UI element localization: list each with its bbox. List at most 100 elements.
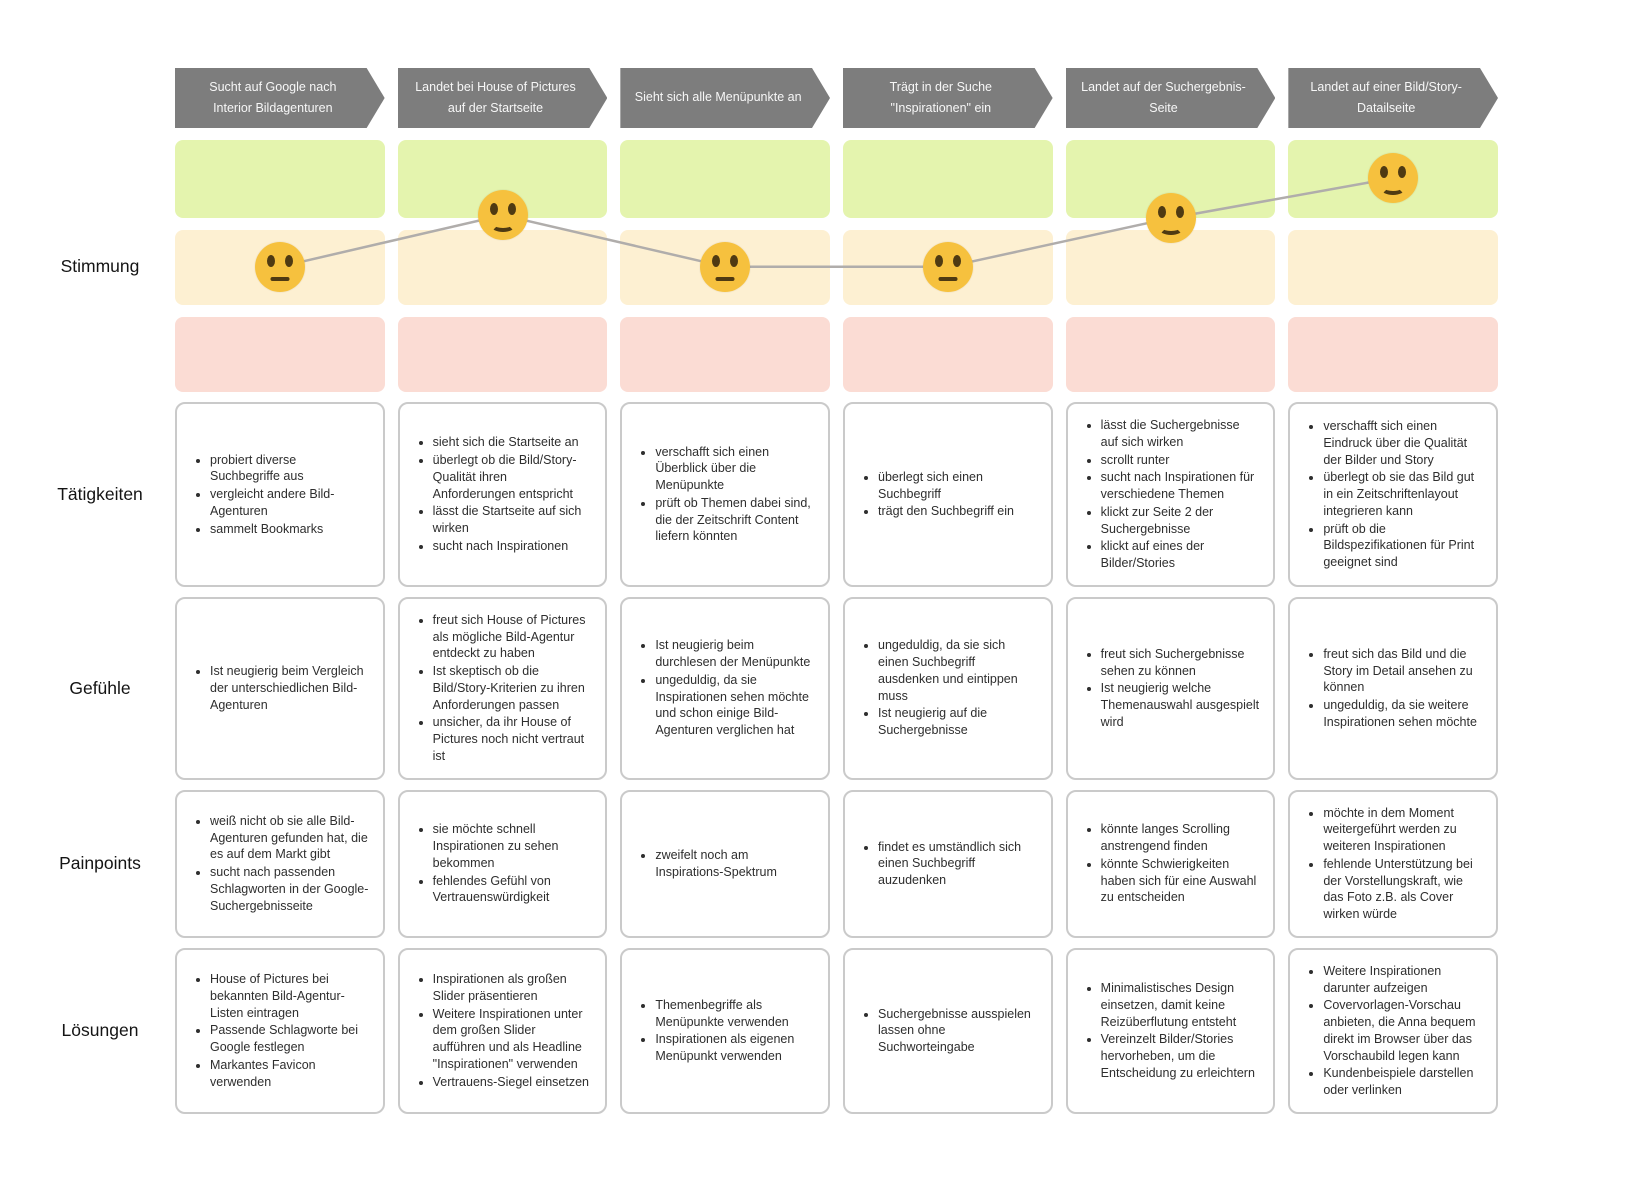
- painpoints-card-2[interactable]: sie möchte schnell Inspirationen zu sehe…: [397, 789, 608, 938]
- mood-emoji-happy-stage-5[interactable]: [1145, 193, 1196, 244]
- bullet-item: prüft ob die Bildspezifikationen für Pri…: [1323, 521, 1482, 571]
- stage-header-2[interactable]: Landet bei House of Pictures auf der Sta…: [398, 68, 608, 128]
- bullet-item: sucht nach Inspirationen: [433, 538, 592, 555]
- mood-emoji-neutral-stage-4[interactable]: [922, 241, 973, 292]
- bullet-item: Passende Schlagworte bei Google festlege…: [210, 1022, 369, 1056]
- feelings-card-3[interactable]: Ist neugierig beim durchlesen der Menüpu…: [620, 596, 830, 780]
- bullet-item: überlegt ob die Bild/Story-Qualität ihre…: [433, 452, 592, 502]
- bullet-item: Ist skeptisch ob die Bild/Story-Kriterie…: [433, 663, 592, 713]
- bullet-list: Ist neugierig beim durchlesen der Menüpu…: [638, 636, 814, 740]
- feelings-card-6[interactable]: freut sich das Bild und die Story im Det…: [1288, 596, 1498, 780]
- emoji-eye: [489, 203, 498, 216]
- bullet-item: verschafft sich einen Überblick über die…: [655, 444, 814, 494]
- emoji-eye: [712, 254, 721, 267]
- bullet-list: weiß nicht ob sie alle Bild-Agenturen ge…: [193, 812, 369, 916]
- solutions-card-5[interactable]: Minimalistisches Design einsetzen, damit…: [1065, 947, 1276, 1114]
- mood-band-cell: [1288, 317, 1498, 392]
- activities-card-2[interactable]: sieht sich die Startseite anüberlegt ob …: [397, 402, 608, 587]
- bullet-list: verschafft sich einen Überblick über die…: [638, 443, 814, 547]
- activities-row: Tätigkeiten probiert diverse Suchbegriff…: [0, 402, 1498, 587]
- bullet-list: freut sich das Bild und die Story im Det…: [1306, 645, 1482, 732]
- bullet-list: Minimalistisches Design einsetzen, damit…: [1084, 979, 1260, 1083]
- bullet-item: Ist neugierig auf die Suchergebnisse: [878, 705, 1037, 739]
- solutions-card-4[interactable]: Suchergebnisse ausspielen lassen ohne Su…: [843, 947, 1053, 1114]
- bullet-list: freut sich House of Pictures als möglich…: [416, 611, 592, 766]
- emoji-mouth: [938, 276, 958, 281]
- feelings-card-5[interactable]: freut sich Suchergebnisse sehen zu könne…: [1065, 596, 1276, 780]
- solutions-row: Lösungen House of Pictures bei bekannten…: [0, 947, 1498, 1114]
- painpoints-card-1[interactable]: weiß nicht ob sie alle Bild-Agenturen ge…: [175, 789, 385, 938]
- mood-band-positive: [175, 140, 1498, 218]
- row-label-gefuehle: Gefühle: [69, 677, 131, 698]
- bullet-item: lässt die Startseite auf sich wirken: [433, 503, 592, 537]
- bullet-item: weiß nicht ob sie alle Bild-Agenturen ge…: [210, 813, 369, 863]
- stage-header-1[interactable]: Sucht auf Google nach Interior Bildagent…: [175, 68, 385, 128]
- feelings-card-4[interactable]: ungeduldig, da sie sich einen Suchbegrif…: [843, 596, 1053, 780]
- mood-band-cell: [175, 140, 385, 218]
- bullet-item: könnte Schwierigkeiten haben sich für ei…: [1101, 856, 1260, 906]
- activities-card-5[interactable]: lässt die Suchergebnisse auf sich wirken…: [1065, 402, 1276, 587]
- row-label-taetigkeiten: Tätigkeiten: [57, 483, 143, 504]
- activities-card-6[interactable]: verschafft sich einen Eindruck über die …: [1288, 402, 1498, 587]
- solutions-card-3[interactable]: Themenbegriffe als Menüpunkte verwendenI…: [620, 947, 830, 1114]
- bullet-item: freut sich Suchergebnisse sehen zu könne…: [1101, 646, 1260, 680]
- bullet-item: überlegt ob sie das Bild gut in ein Zeit…: [1323, 469, 1482, 519]
- bullet-item: sucht nach passenden Schlagworten in der…: [210, 864, 369, 914]
- bullet-item: Themenbegriffe als Menüpunkte verwenden: [655, 997, 814, 1031]
- emoji-eye: [284, 254, 293, 267]
- bullet-item: verschafft sich einen Eindruck über die …: [1323, 418, 1482, 468]
- bullet-list: zweifelt noch am Inspirations-Spektrum: [638, 846, 814, 882]
- mood-band-cell: [843, 140, 1053, 218]
- activities-card-4[interactable]: überlegt sich einen Suchbegriffträgt den…: [843, 402, 1053, 587]
- solutions-card-1[interactable]: House of Pictures bei bekannten Bild-Age…: [175, 947, 385, 1114]
- activities-card-3[interactable]: verschafft sich einen Überblick über die…: [620, 402, 830, 587]
- bullet-item: zweifelt noch am Inspirations-Spektrum: [655, 847, 814, 881]
- header-spacer: [0, 68, 162, 128]
- mood-band-cell: [397, 317, 608, 392]
- mood-emoji-happy-stage-6[interactable]: [1368, 153, 1419, 204]
- stage-header-6[interactable]: Landet auf einer Bild/Story-Datailseite: [1288, 68, 1498, 128]
- solutions-card-2[interactable]: Inspirationen als großen Slider präsenti…: [397, 947, 608, 1114]
- mood-band-cell: [843, 317, 1053, 392]
- emoji-mouth: [1158, 222, 1183, 236]
- bullet-item: sammelt Bookmarks: [210, 521, 369, 538]
- feelings-card-1[interactable]: Ist neugierig beim Vergleich der untersc…: [175, 596, 385, 780]
- mood-band-negative: [175, 317, 1498, 392]
- emoji-eye: [266, 254, 275, 267]
- bullet-item: sucht nach Inspirationen für verschieden…: [1101, 469, 1260, 503]
- emoji-eye: [1398, 166, 1407, 179]
- feelings-card-2[interactable]: freut sich House of Pictures als möglich…: [397, 596, 608, 780]
- bullet-item: überlegt sich einen Suchbegriff: [878, 469, 1037, 503]
- mood-band-neutral: [175, 230, 1498, 305]
- bullet-item: Markantes Favicon verwenden: [210, 1057, 369, 1091]
- bullet-item: Ist neugierig beim durchlesen der Menüpu…: [655, 637, 814, 671]
- emoji-eye: [952, 254, 961, 267]
- bullet-item: klickt zur Seite 2 der Suchergebnisse: [1101, 504, 1260, 538]
- bullet-item: könnte langes Scrolling anstrengend find…: [1101, 821, 1260, 855]
- mood-emoji-neutral-stage-1[interactable]: [254, 241, 305, 292]
- mood-band-cell: [1288, 230, 1498, 305]
- emoji-eye: [730, 254, 739, 267]
- painpoints-card-6[interactable]: möchte in dem Moment weitergeführt werde…: [1288, 789, 1498, 938]
- stage-header-3[interactable]: Sieht sich alle Menüpunkte an: [620, 68, 830, 128]
- bullet-item: sie möchte schnell Inspirationen zu sehe…: [433, 821, 592, 871]
- activities-card-1[interactable]: probiert diverse Suchbegriffe ausverglei…: [175, 402, 385, 587]
- painpoints-card-4[interactable]: findet es umständlich sich einen Suchbeg…: [843, 789, 1053, 938]
- mood-emoji-neutral-stage-3[interactable]: [700, 241, 751, 292]
- stage-header-4[interactable]: Trägt in der Suche "Inspirationen" ein: [843, 68, 1053, 128]
- bullet-item: probiert diverse Suchbegriffe aus: [210, 452, 369, 486]
- bullet-item: findet es umständlich sich einen Suchbeg…: [878, 839, 1037, 889]
- feelings-row: Gefühle Ist neugierig beim Vergleich der…: [0, 596, 1498, 780]
- solutions-card-6[interactable]: Weitere Inspirationen darunter aufzeigen…: [1288, 947, 1498, 1114]
- stage-header-5[interactable]: Landet auf der Suchergebnis-Seite: [1066, 68, 1276, 128]
- bullet-list: findet es umständlich sich einen Suchbeg…: [861, 838, 1037, 890]
- bullet-item: klickt auf eines der Bilder/Stories: [1101, 538, 1260, 572]
- mood-band-cell: [620, 140, 830, 218]
- painpoints-card-5[interactable]: könnte langes Scrolling anstrengend find…: [1065, 789, 1276, 938]
- bullet-item: Ist neugierig welche Themenauswahl ausge…: [1101, 680, 1260, 730]
- bullet-list: sieht sich die Startseite anüberlegt ob …: [416, 433, 592, 555]
- bullet-item: freut sich House of Pictures als möglich…: [433, 612, 592, 662]
- mood-emoji-happy-stage-2[interactable]: [477, 190, 528, 241]
- painpoints-card-3[interactable]: zweifelt noch am Inspirations-Spektrum: [620, 789, 830, 938]
- bullet-item: fehlende Unterstützung bei der Vorstellu…: [1323, 856, 1482, 923]
